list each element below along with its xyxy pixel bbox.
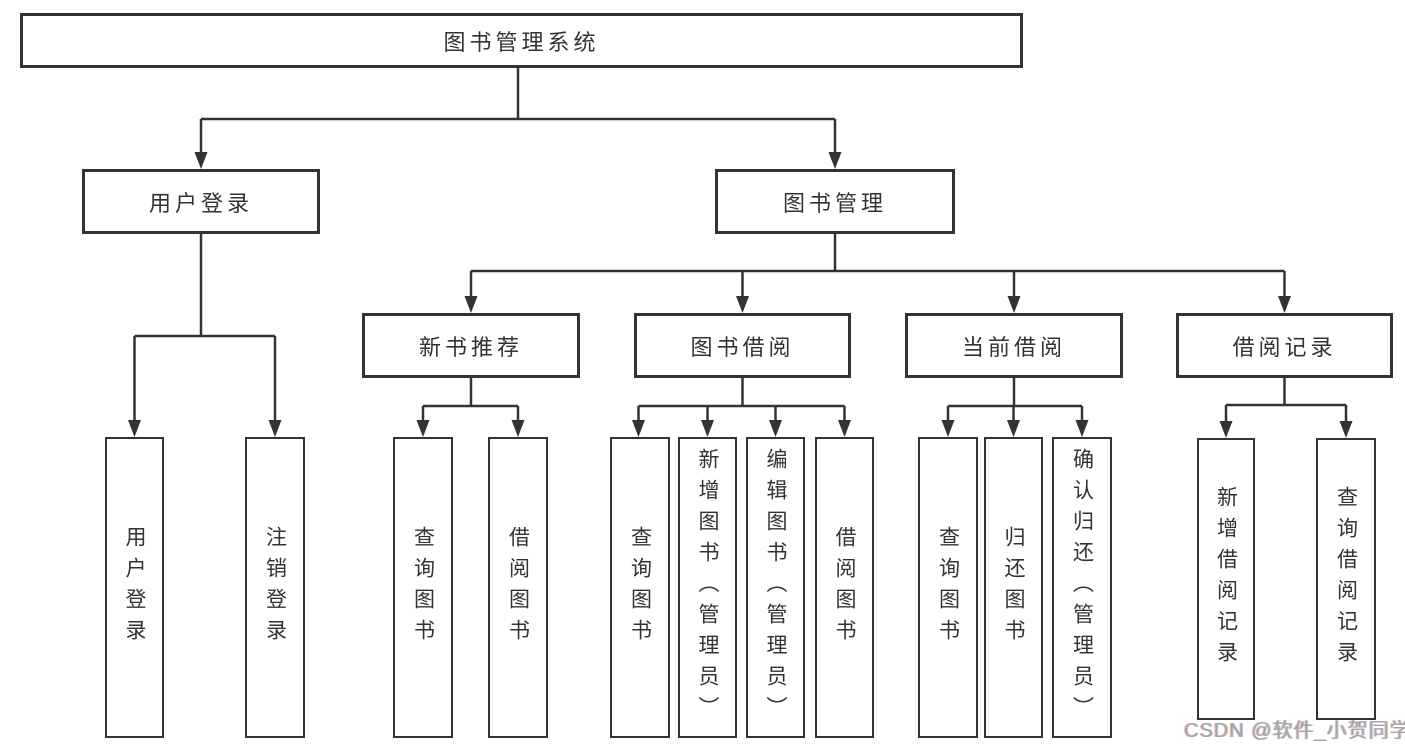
node-user-login: 用户登录 [82, 169, 320, 234]
leaf-borrowing-edit-books-admin: 编辑图书（管理员） [746, 437, 805, 738]
leaf-borrowing-borrow-books-label: 借阅图书 [833, 525, 856, 650]
leaf-logout-label: 注销登录 [263, 525, 287, 650]
node-borrowing-records: 借阅记录 [1176, 313, 1393, 378]
leaf-records-query-record-label: 查询借阅记录 [1334, 486, 1358, 672]
leaf-user-login: 用户登录 [105, 437, 164, 738]
node-book-borrowing-label: 图书借阅 [690, 334, 795, 360]
leaf-recommend-query-books: 查询图书 [393, 437, 453, 738]
node-root: 图书管理系统 [20, 13, 1023, 68]
leaf-current-return-books: 归还图书 [984, 437, 1043, 738]
node-borrowing-records-label: 借阅记录 [1232, 334, 1337, 360]
leaf-current-return-books-label: 归还图书 [1002, 525, 1025, 650]
leaf-logout: 注销登录 [245, 437, 305, 738]
leaf-borrowing-add-books-admin: 新增图书（管理员） [678, 437, 737, 738]
node-root-label: 图书管理系统 [443, 29, 600, 55]
leaf-borrowing-edit-books-admin-label: 编辑图书（管理员） [764, 448, 787, 727]
leaf-records-add-record: 新增借阅记录 [1197, 438, 1255, 720]
leaf-recommend-query-books-label: 查询图书 [411, 525, 435, 650]
leaf-recommend-borrow-books-label: 借阅图书 [506, 525, 530, 650]
watermark: CSDN @软件_小贺同学 [1184, 720, 1405, 742]
leaf-current-confirm-return-admin: 确认归还（管理员） [1052, 437, 1112, 738]
leaf-borrowing-query-books-label: 查询图书 [628, 525, 652, 650]
node-book-borrowing: 图书借阅 [634, 313, 851, 378]
leaf-current-query-books: 查询图书 [918, 437, 978, 738]
node-book-management-label: 图书管理 [782, 190, 887, 216]
node-user-login-label: 用户登录 [148, 190, 253, 216]
leaf-current-query-books-label: 查询图书 [936, 525, 960, 650]
leaf-user-login-label: 用户登录 [123, 525, 146, 650]
arrowheads [128, 152, 1353, 438]
node-current-borrowing: 当前借阅 [905, 313, 1123, 378]
connector-path [133, 68, 1348, 423]
node-current-borrowing-label: 当前借阅 [961, 334, 1066, 360]
leaf-records-add-record-label: 新增借阅记录 [1214, 486, 1238, 672]
leaf-recommend-borrow-books: 借阅图书 [488, 437, 548, 738]
leaf-current-confirm-return-admin-label: 确认归还（管理员） [1070, 448, 1094, 727]
leaf-borrowing-query-books: 查询图书 [610, 437, 670, 738]
leaf-borrowing-add-books-admin-label: 新增图书（管理员） [696, 448, 719, 727]
leaf-records-query-record: 查询借阅记录 [1316, 438, 1376, 720]
node-book-management: 图书管理 [715, 169, 955, 234]
node-new-book-recommend: 新书推荐 [362, 313, 580, 378]
leaf-borrowing-borrow-books: 借阅图书 [815, 437, 874, 738]
node-new-book-recommend-label: 新书推荐 [418, 334, 523, 360]
